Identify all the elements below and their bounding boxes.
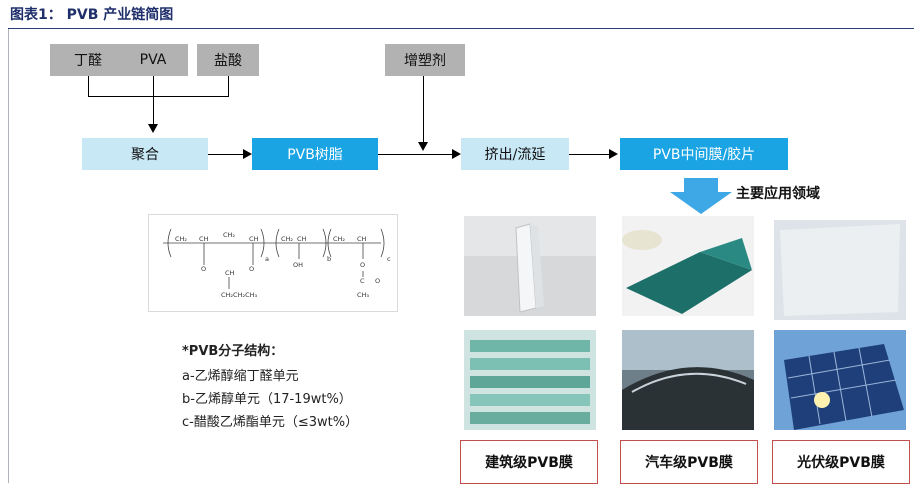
connector-line <box>569 154 611 155</box>
photo-pvb-film-sheet <box>774 220 906 320</box>
subscript-label: c <box>387 255 391 263</box>
atom-label: CH₂CH₂CH₃ <box>221 291 257 299</box>
caption-architectural-pvb: 建筑级PVB膜 <box>460 440 598 484</box>
atom-label: CH <box>199 235 209 243</box>
left-divider <box>8 29 9 483</box>
atom-label: CH <box>249 235 259 243</box>
subscript-label: b <box>327 255 331 263</box>
figure-title: 图表1： PVB 产业链简图 <box>10 7 174 23</box>
note-line-c: c-醋酸乙烯酯单元（≤3wt%） <box>182 415 359 430</box>
atom-label: O <box>201 265 206 273</box>
note-line-a: a-乙烯醇缩丁醛单元 <box>182 369 299 384</box>
pvb-structure-formula: CH₂ CH CH₂ CH CH₂ CH CH₂ CH O O CH CH₂CH… <box>148 214 398 312</box>
connector-line <box>88 96 229 97</box>
photo-pvb-film-roll-clear <box>464 216 596 316</box>
input-box-hcl: 盐酸 <box>197 44 259 76</box>
atom-label: CH <box>357 235 367 243</box>
photo-architectural-glass <box>464 330 596 430</box>
arrow-right <box>609 149 618 159</box>
notes-heading: *PVB分子结构： <box>182 344 284 359</box>
title-divider <box>8 28 914 29</box>
atom-label: CH <box>297 235 307 243</box>
note-line-b: b-乙烯醇单元（17-19wt%） <box>182 392 352 407</box>
atom-label: C <box>360 277 365 285</box>
input-box-butyraldehyde: 丁醛 <box>50 44 126 76</box>
step-extrusion-casting: 挤出/流延 <box>461 138 569 170</box>
structure-diagram: CH₂ CH CH₂ CH CH₂ CH CH₂ CH O O CH CH₂CH… <box>163 228 391 299</box>
additive-box-plasticizer: 增塑剂 <box>385 44 465 76</box>
connector-line <box>153 76 154 96</box>
connector-line <box>378 154 454 155</box>
step-pvb-interlayer-film: PVB中间膜/胶片 <box>620 138 788 170</box>
caption-photovoltaic-pvb: 光伏级PVB膜 <box>772 440 910 484</box>
atom-label: O <box>249 265 254 273</box>
structure-notes: *PVB分子结构： a-乙烯醇缩丁醛单元 b-乙烯醇单元（17-19wt%） c… <box>182 340 358 434</box>
arrow-right <box>452 149 461 159</box>
subscript-label: a <box>265 255 269 263</box>
input-box-pva: PVA <box>118 44 188 76</box>
atom-label: O <box>375 277 380 285</box>
caption-automotive-pvb: 汽车级PVB膜 <box>620 440 758 484</box>
atom-label: CH₂ <box>281 235 293 243</box>
connector-line <box>423 76 424 142</box>
step-polymerization: 聚合 <box>82 138 208 170</box>
atom-label: CH <box>225 269 235 277</box>
arrow-down <box>148 124 158 133</box>
atom-label: O <box>360 261 365 269</box>
connector-line <box>208 154 245 155</box>
photo-car-windshield <box>622 330 754 430</box>
photo-pvb-film-roll-green <box>622 216 754 316</box>
atom-label: OH <box>293 261 303 269</box>
atom-label: CH₂ <box>223 231 235 239</box>
applications-label: 主要应用领域 <box>736 186 820 202</box>
connector-line <box>153 96 154 124</box>
connector-line <box>88 76 89 96</box>
photo-solar-panels <box>774 330 906 430</box>
step-pvb-resin: PVB树脂 <box>252 138 378 170</box>
connector-line <box>228 76 229 96</box>
arrow-right <box>243 149 252 159</box>
atom-label: CH₂ <box>175 235 187 243</box>
arrow-down <box>418 142 428 151</box>
application-arrow-icon <box>670 178 732 214</box>
atom-label: CH₂ <box>333 235 345 243</box>
atom-label: CH₃ <box>357 291 369 299</box>
